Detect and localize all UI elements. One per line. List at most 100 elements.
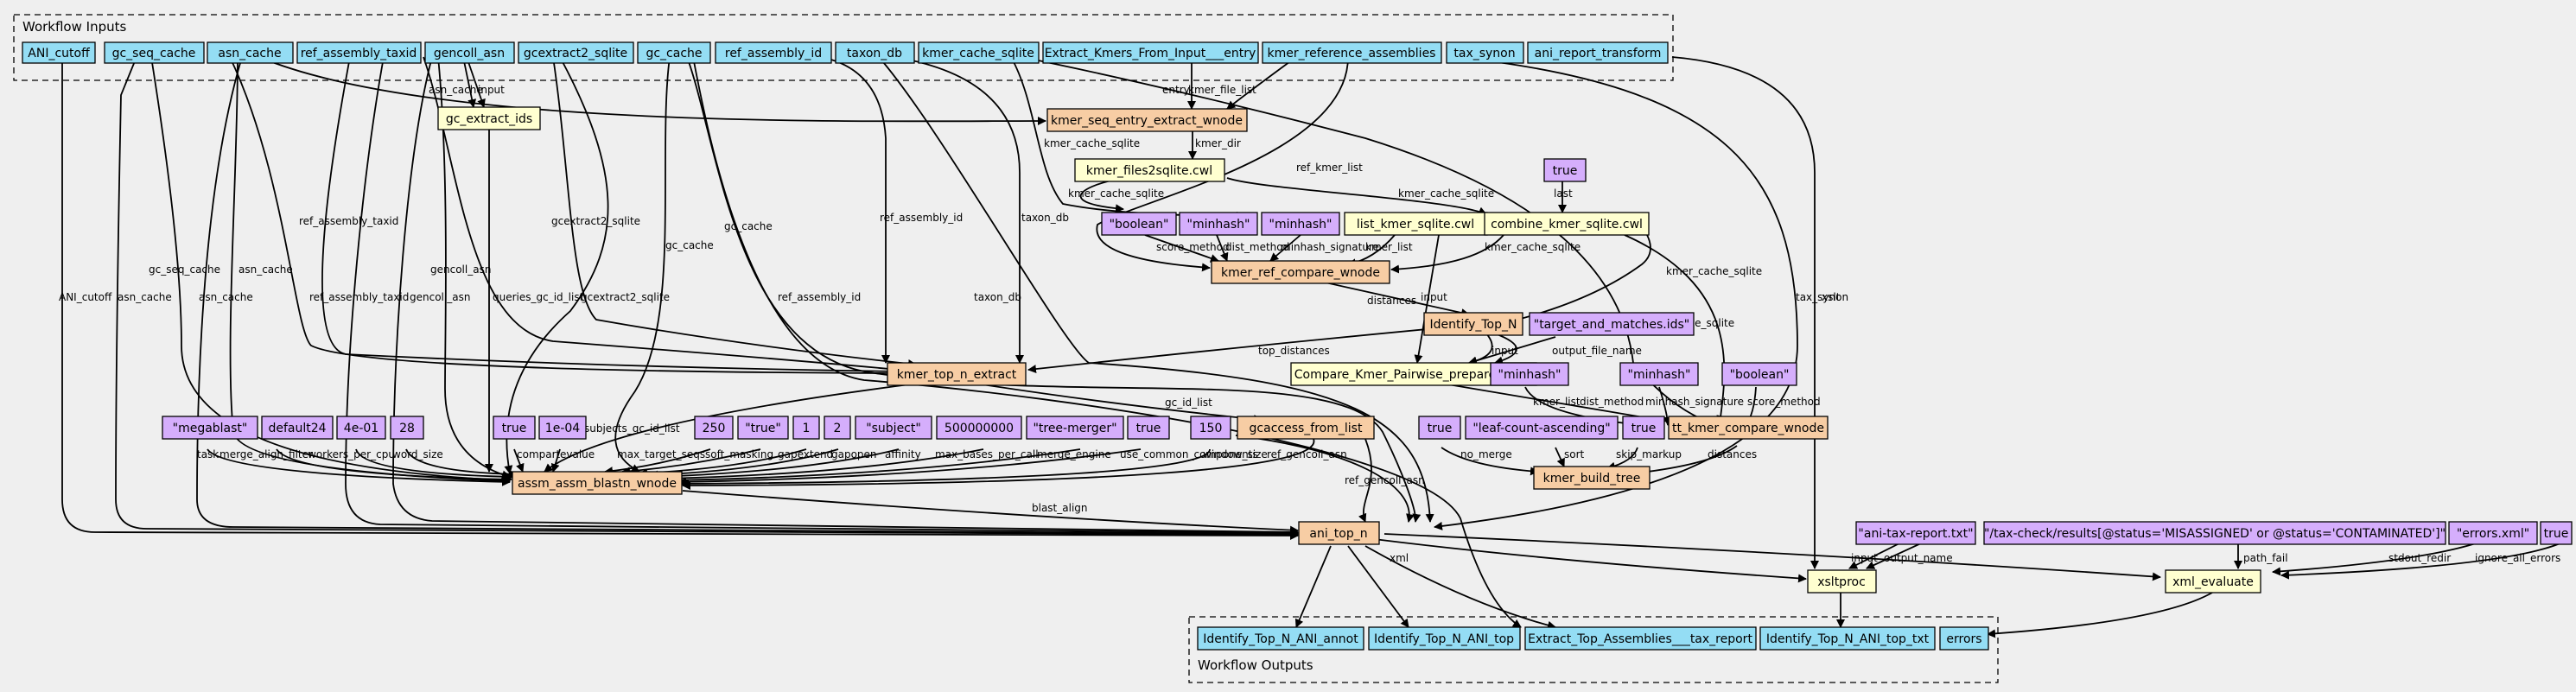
node-input[interactable]: kmer_cache_sqlite <box>918 41 1040 64</box>
node-param[interactable]: "/tax-check/results[@status='MISASSIGNED… <box>1983 521 2446 545</box>
node-step[interactable]: kmer_ref_compare_wnode <box>1211 260 1390 284</box>
node-input[interactable]: ref_assembly_id <box>715 41 832 64</box>
node-step[interactable]: kmer_top_n_extract <box>887 362 1027 386</box>
edge-gcache-taxreport <box>692 56 1522 628</box>
edge-minhash-tt <box>1524 386 1643 429</box>
node-param[interactable]: "tree-merger" <box>1026 416 1124 440</box>
node-tool[interactable]: gc_extract_ids <box>437 106 541 130</box>
node-input[interactable]: gc_cache <box>637 41 711 64</box>
node-label: true <box>502 422 527 435</box>
node-step[interactable]: ani_top_n <box>1298 521 1380 545</box>
node-param[interactable]: true <box>1418 416 1461 440</box>
cluster-workflow-inputs: Workflow Inputs <box>13 14 1674 81</box>
node-param[interactable]: "target_and_matches.ids" <box>1529 312 1695 336</box>
edge-gcaccess-blast <box>682 438 1315 490</box>
node-label: ANI_cutoff <box>28 47 90 60</box>
node-label: "minhash" <box>1269 218 1333 232</box>
node-param[interactable]: "minhash" <box>1490 362 1569 386</box>
node-label: tt_kmer_compare_wnode <box>1672 422 1824 435</box>
node-output[interactable]: Identify_Top_N_ANI_top <box>1368 626 1521 651</box>
edge-ref-taxid-ani <box>345 56 1299 537</box>
node-output[interactable]: Identify_Top_N_ANI_top_txt <box>1759 626 1936 651</box>
edge-gc-cache-blast <box>614 56 671 473</box>
node-param[interactable]: "subject" <box>855 416 932 440</box>
node-param[interactable]: 150 <box>1190 416 1231 440</box>
node-label: true <box>2544 527 2569 541</box>
node-param[interactable]: "boolean" <box>1721 362 1797 386</box>
node-tool[interactable]: list_kmer_sqlite.cwl <box>1344 212 1488 236</box>
node-param[interactable]: 500000000 <box>936 416 1022 440</box>
node-input[interactable]: ANI_cutoff <box>22 41 96 64</box>
node-step[interactable]: tt_kmer_compare_wnode <box>1668 416 1829 440</box>
edge-label: tax_synon <box>1796 291 1848 303</box>
node-tool[interactable]: xml_evaluate <box>2165 569 2261 594</box>
edge-xslt <box>1671 56 1819 569</box>
edge-ani-cutoff <box>61 57 1299 540</box>
edge-topn-blast <box>544 383 917 473</box>
node-label: "ani-tax-report.txt" <box>1858 527 1973 541</box>
node-input[interactable]: gencoll_asn <box>424 41 515 64</box>
node-param[interactable]: "minhash" <box>1179 212 1258 236</box>
edge-ani-xml <box>1373 538 1807 583</box>
node-output[interactable]: Identify_Top_N_ANI_annot <box>1197 626 1364 651</box>
node-tool[interactable]: combine_kmer_sqlite.cwl <box>1484 212 1650 236</box>
node-step[interactable]: gcaccess_from_list <box>1237 416 1375 440</box>
node-input[interactable]: Extract_Kmers_From_Input___entry <box>1042 41 1259 64</box>
node-input[interactable]: tax_synon <box>1446 41 1524 64</box>
node-param[interactable]: "true" <box>737 416 789 440</box>
edge-taxreport-xsltproc <box>1848 542 1902 569</box>
edge-label: sort <box>1564 448 1585 460</box>
node-param[interactable]: "minhash" <box>1261 212 1340 236</box>
node-label: 150 <box>1199 422 1223 435</box>
node-param[interactable]: "minhash" <box>1619 362 1699 386</box>
node-input[interactable]: asn_cache <box>207 41 294 64</box>
node-tool[interactable]: xsltproc <box>1807 569 1877 594</box>
edge-label: kmer_list <box>1533 396 1581 408</box>
node-input[interactable]: kmer_reference_assemblies <box>1262 41 1442 64</box>
edge-label: gapextend <box>778 448 833 460</box>
node-tool[interactable]: kmer_files2sqlite.cwl <box>1074 158 1225 182</box>
node-param[interactable]: "ani-tax-report.txt" <box>1855 521 1976 545</box>
node-input[interactable]: gcextract2_sqlite <box>518 41 634 64</box>
node-param[interactable]: "leaf-count-ascending" <box>1465 416 1619 440</box>
node-output[interactable]: errors <box>1939 626 1989 651</box>
node-input[interactable]: ref_assembly_taxid <box>296 41 422 64</box>
node-param[interactable]: 250 <box>694 416 734 440</box>
node-input[interactable]: gc_seq_cache <box>104 41 205 64</box>
edge-label: last <box>1554 187 1573 200</box>
node-param[interactable]: 1e-04 <box>538 416 587 440</box>
node-param[interactable]: 2 <box>824 416 851 440</box>
node-param[interactable]: true <box>1127 416 1170 440</box>
node-step[interactable]: Identify_Top_N <box>1423 312 1523 336</box>
edge-label: ref_kmer_list <box>1296 162 1363 174</box>
node-param[interactable]: "boolean" <box>1101 212 1177 236</box>
node-param[interactable]: true <box>2540 521 2573 545</box>
node-param[interactable]: true <box>493 416 536 440</box>
node-param[interactable]: "megablast" <box>162 416 258 440</box>
node-param[interactable]: true <box>1543 158 1587 182</box>
node-step[interactable]: kmer_build_tree <box>1533 466 1651 490</box>
node-input[interactable]: ani_report_transform <box>1527 41 1669 64</box>
edge-true-nomerge <box>1441 447 1539 476</box>
node-param[interactable]: 4e-01 <box>336 416 386 440</box>
edge-label: kmer_dir <box>1195 137 1241 149</box>
node-param[interactable]: "errors.xml" <box>2448 521 2538 545</box>
node-param[interactable]: default24 <box>261 416 334 440</box>
edge-label: output_name <box>1884 552 1953 564</box>
node-param[interactable]: true <box>1622 416 1665 440</box>
node-step[interactable]: assm_assm_blastn_wnode <box>512 471 683 495</box>
edge-true-ignore <box>2280 542 2563 580</box>
edge-label: max_bases_per_call <box>935 448 1039 460</box>
edge-label: use_common_components <box>1120 448 1258 460</box>
edge-label: dist_method <box>1580 396 1644 408</box>
node-param[interactable]: 1 <box>792 416 820 440</box>
node-output[interactable]: Extract_Top_Assemblies___tax_report <box>1524 626 1757 651</box>
edge-ani-annot <box>1294 545 1332 628</box>
node-label: kmer_files2sqlite.cwl <box>1086 164 1212 178</box>
node-step[interactable]: kmer_seq_entry_extract_wnode <box>1046 108 1248 132</box>
edge-label: merge_align_filter <box>219 448 313 460</box>
node-param[interactable]: 28 <box>390 416 424 440</box>
edge-outname-xsltproc <box>1866 542 1924 569</box>
edge-label: gcextract2_sqlite <box>581 291 670 303</box>
node-input[interactable]: taxon_db <box>835 41 915 64</box>
